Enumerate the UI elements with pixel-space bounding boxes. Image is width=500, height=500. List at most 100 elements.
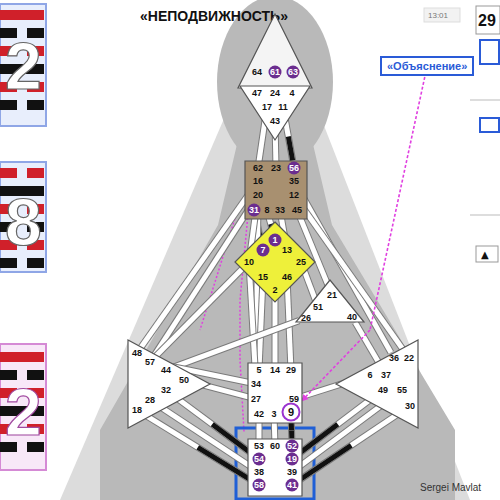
gate-number: 20 bbox=[252, 191, 264, 200]
gate-number: 26 bbox=[300, 314, 312, 323]
gate-number: 42 bbox=[253, 410, 265, 419]
node-text: 29 bbox=[286, 365, 296, 375]
node-text: 55 bbox=[397, 385, 407, 395]
connector-stroke bbox=[141, 187, 254, 348]
node-text: 64 bbox=[252, 67, 262, 77]
connector-stroke bbox=[173, 321, 299, 368]
center-outline bbox=[248, 439, 302, 496]
gate-number: 41 bbox=[286, 479, 299, 492]
gate-number: 36 bbox=[388, 354, 400, 363]
center-outline bbox=[248, 363, 302, 423]
diagram-title: «НЕПОДВИЖНОСТЬ» bbox=[140, 8, 288, 24]
connector-stroke bbox=[298, 201, 405, 353]
hexagram-number: 2 bbox=[5, 28, 42, 104]
node-text: 57 bbox=[145, 357, 155, 367]
connector-stroke bbox=[370, 77, 425, 330]
node-text: 31 bbox=[249, 206, 259, 215]
connector-stroke bbox=[144, 414, 251, 480]
connector-stroke bbox=[154, 201, 255, 357]
time-box bbox=[424, 8, 460, 22]
gate-number: 61 bbox=[269, 66, 282, 79]
gate-number: 1 bbox=[269, 234, 282, 247]
connector-stroke bbox=[198, 447, 252, 480]
callout-leader bbox=[301, 77, 425, 402]
node-text: 18 bbox=[132, 405, 142, 415]
gate-number: 32 bbox=[160, 386, 172, 395]
gate-number: 8 bbox=[263, 206, 270, 215]
node-text: 44 bbox=[161, 365, 171, 375]
connector-stroke bbox=[249, 268, 255, 379]
hexagram-number: 2 bbox=[5, 374, 42, 450]
node-text: 1 bbox=[272, 236, 277, 245]
hexagram-number: 8 bbox=[5, 184, 42, 260]
gate-number: 57 bbox=[144, 358, 156, 367]
hexagram-bar bbox=[0, 352, 44, 362]
node-text: 62 bbox=[253, 163, 263, 173]
connector-stroke bbox=[157, 405, 252, 468]
hexagram-bar bbox=[27, 168, 44, 178]
gate-number: 11 bbox=[277, 103, 289, 112]
gate-number: 7 bbox=[257, 244, 270, 257]
node-text: 39 bbox=[287, 467, 297, 477]
info-label: 13:01 bbox=[428, 11, 448, 20]
hexagram-bar bbox=[0, 258, 17, 268]
energy-center: 1713102515462 bbox=[233, 220, 317, 304]
node-text: 7 bbox=[260, 246, 265, 255]
connector-stroke bbox=[300, 411, 403, 480]
gate-number: 39 bbox=[286, 468, 298, 477]
gate-number: 10 bbox=[243, 258, 255, 267]
connector-stroke bbox=[141, 187, 254, 348]
gate-number: 23 bbox=[270, 164, 282, 173]
node-text: 14 bbox=[270, 365, 280, 375]
panel-rule bbox=[470, 100, 500, 101]
center-shape bbox=[235, 12, 315, 92]
node-text: 2 bbox=[272, 285, 277, 295]
gate-number: 2 bbox=[271, 286, 278, 295]
energy-center: 21512640 bbox=[294, 278, 366, 324]
node-text: 46 bbox=[282, 272, 292, 282]
node-text: «Объяснение» bbox=[387, 60, 467, 72]
node-text: 3 bbox=[271, 409, 276, 419]
gate-number: 16 bbox=[252, 177, 264, 186]
center-outline bbox=[336, 340, 418, 428]
gate-number: 54 bbox=[253, 453, 266, 466]
body-silhouette bbox=[100, 140, 455, 500]
node-text: 60 bbox=[270, 441, 280, 451]
arrow-box bbox=[476, 246, 498, 262]
channel-line bbox=[157, 405, 252, 468]
node-text: 63 bbox=[288, 68, 298, 77]
node-text: 21 bbox=[327, 290, 337, 300]
node-text: 9 bbox=[288, 407, 294, 418]
connector-stroke bbox=[259, 283, 263, 365]
gate-number: 43 bbox=[269, 117, 281, 126]
gate-number: 4 bbox=[288, 89, 295, 98]
info-label: ▲ bbox=[481, 249, 489, 260]
node-text: 20 bbox=[253, 190, 263, 200]
node-text: 25 bbox=[296, 257, 306, 267]
gate-number: 33 bbox=[274, 206, 286, 215]
hexagram-bar bbox=[0, 168, 17, 178]
node-text: 30 bbox=[405, 401, 415, 411]
gate-number: 3 bbox=[270, 410, 277, 419]
node-text: 32 bbox=[161, 385, 171, 395]
panel-rule bbox=[470, 215, 500, 216]
channel-line bbox=[154, 201, 255, 357]
blue-marker bbox=[480, 118, 499, 132]
gate-number: 47 bbox=[251, 89, 263, 98]
center-outline bbox=[296, 280, 364, 322]
center-outline bbox=[235, 222, 315, 302]
node-text: 15 bbox=[258, 272, 268, 282]
connector-stroke bbox=[288, 423, 295, 439]
gate-number: 63 bbox=[287, 66, 300, 79]
gate-number: 31 bbox=[248, 204, 261, 217]
center-outline bbox=[128, 340, 210, 428]
channel-line bbox=[300, 395, 376, 453]
node-text: 41 bbox=[287, 481, 297, 490]
connector-stroke bbox=[154, 201, 255, 357]
channel-line bbox=[300, 411, 403, 480]
gate-number: 14 bbox=[269, 366, 281, 375]
gate-number: 34 bbox=[250, 380, 262, 389]
gate-number: 58 bbox=[253, 479, 266, 492]
node-text: 48 bbox=[132, 348, 142, 358]
